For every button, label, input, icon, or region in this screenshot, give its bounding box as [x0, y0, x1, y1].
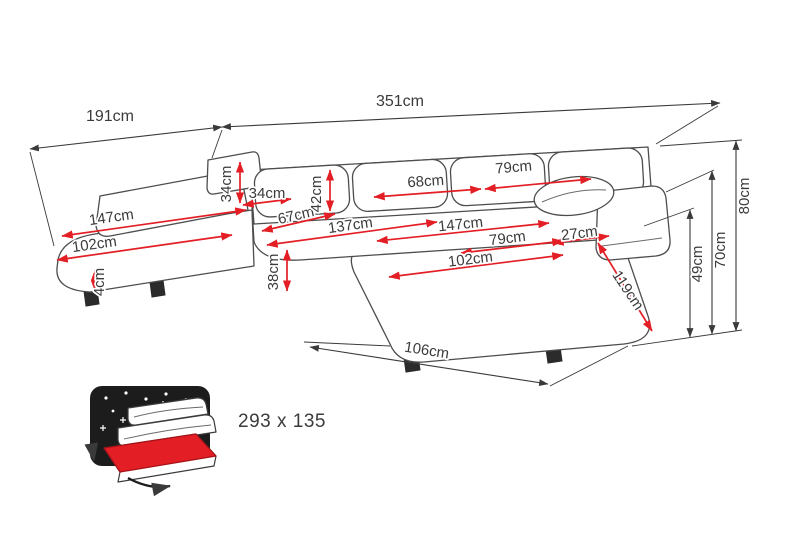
mattress-fold-seam — [123, 424, 212, 440]
dim-label-headrest-depth: 34cm — [249, 185, 286, 202]
extension-line — [211, 129, 223, 159]
dim-label-seat-height: 49cm — [689, 246, 706, 283]
mattress-fold-top — [127, 397, 209, 426]
star-dot — [111, 409, 115, 413]
extension-line — [655, 105, 719, 145]
red-dim-79-right — [460, 238, 564, 256]
dim-label-left-trim-height: 4cm — [91, 268, 108, 296]
red-dim-102-right — [388, 252, 564, 280]
dim-label-right-seat-width: 79cm — [488, 228, 526, 249]
extension-line — [659, 139, 743, 147]
red-dim-34-horizontal — [242, 196, 292, 208]
red-dim-147-right — [376, 219, 550, 245]
star-dot — [104, 396, 108, 400]
dim-label-overall-width: 351cm — [376, 93, 424, 110]
extension-line — [29, 151, 55, 247]
dim-label-backrest-cushion-height: 42cm — [308, 176, 325, 213]
unfold-arrow — [84, 435, 103, 462]
dim-label-headrest-height: 34cm — [218, 166, 235, 203]
dim-label-back-cushion-width-2: 79cm — [495, 157, 533, 177]
red-dim-79-top — [484, 175, 592, 193]
dim-label-armrest-height: 70cm — [712, 232, 729, 269]
dim-line-351 — [221, 99, 721, 131]
red-dim-27 — [552, 233, 610, 246]
red-dim-147-left — [61, 207, 247, 239]
red-dim-68 — [373, 185, 482, 201]
dim-label-left-side-depth: 191cm — [86, 108, 134, 125]
sleeping-area-label: 293 x 135 — [238, 411, 326, 432]
mattress-red-top — [103, 433, 217, 473]
fold-out-bed-icon — [84, 386, 217, 497]
star-sparkle — [120, 417, 126, 423]
extension-line — [643, 207, 695, 227]
dim-label-total-height: 80cm — [736, 178, 753, 215]
red-dimension-lines — [56, 161, 653, 332]
outer-dimension-lines — [29, 99, 743, 387]
star-sparkle — [100, 425, 106, 431]
dim-line-106 — [309, 344, 549, 387]
dim-label-armrest-width: 27cm — [560, 223, 598, 244]
star-dot — [144, 397, 148, 401]
red-dim-102-left — [56, 232, 233, 263]
extension-line — [631, 329, 743, 347]
dim-line-191 — [29, 124, 223, 152]
extension-line — [549, 345, 629, 387]
red-dim-119 — [597, 242, 653, 332]
mattress-fold-seam — [133, 406, 204, 418]
dim-label-seat-depth: 38cm — [265, 254, 282, 291]
dim-label-back-cushion-width-1: 68cm — [407, 172, 445, 192]
unfold-arrow — [127, 477, 171, 497]
star-dot — [124, 391, 128, 395]
extension-line — [665, 169, 715, 193]
star-dot — [164, 392, 168, 396]
extension-line — [303, 341, 391, 347]
